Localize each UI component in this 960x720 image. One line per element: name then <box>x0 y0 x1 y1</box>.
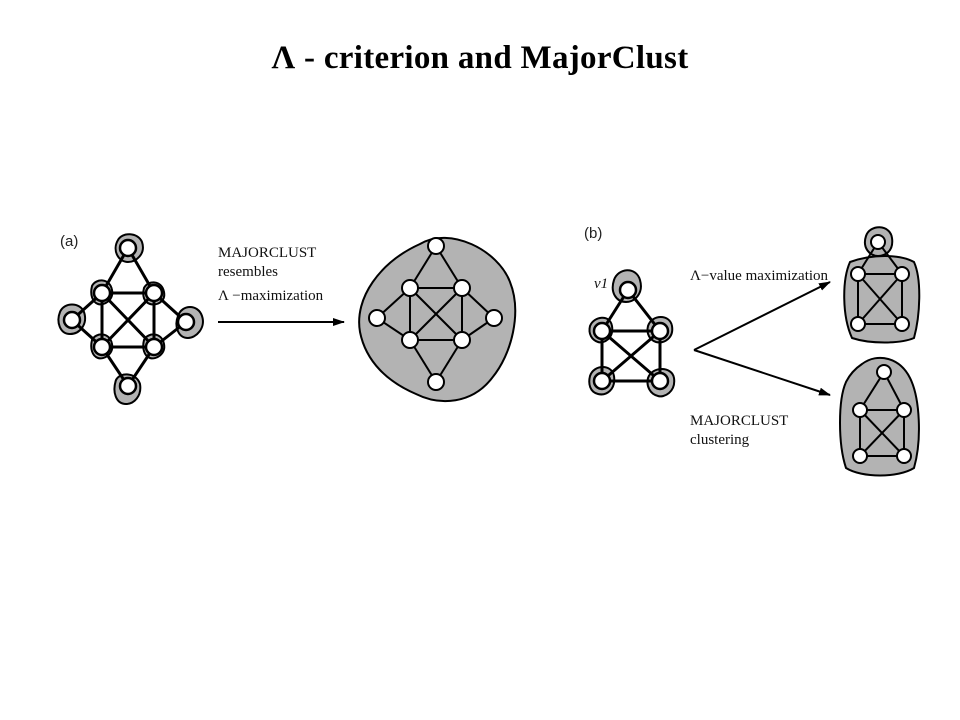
graph-node <box>896 402 912 418</box>
vertex-label-v1: v1 <box>594 276 608 292</box>
graph-node <box>453 331 471 349</box>
lower-arrow-text-line2: clustering <box>690 432 750 448</box>
graph-node <box>144 283 164 303</box>
graph-edge <box>857 273 903 325</box>
graph-node <box>870 234 886 250</box>
graph-edge <box>601 329 661 383</box>
graph-node <box>876 364 892 380</box>
graph-node <box>92 337 112 357</box>
panel-a-input-graph <box>57 233 204 406</box>
graph-node <box>368 309 386 327</box>
graph-node <box>144 337 164 357</box>
graph-node <box>896 448 912 464</box>
arrow-a-text-line2: resembles <box>218 264 278 280</box>
graph-node <box>850 266 866 282</box>
graph-node <box>852 402 868 418</box>
graph-node <box>850 316 866 332</box>
panel-b-result-lower <box>839 356 920 477</box>
graph-node <box>92 283 112 303</box>
graph-node <box>118 238 138 258</box>
arrow-a-text-line3: Λ −maximization <box>218 288 324 304</box>
graph-node <box>401 331 419 349</box>
graph-node <box>176 312 196 332</box>
graph-edge <box>859 409 905 457</box>
graph-node <box>592 321 612 341</box>
slide-title: Λ - criterion and MajorClust <box>271 40 689 76</box>
graph-node <box>427 237 445 255</box>
graph-node <box>62 310 82 330</box>
panel-b-label: (b) <box>584 225 602 242</box>
graph-node <box>650 321 670 341</box>
graph-node <box>618 280 638 300</box>
panel-a-result-cluster <box>358 236 517 403</box>
cluster-blob <box>358 236 517 403</box>
lower-arrow-text-line1: MAJORCLUST <box>690 413 788 429</box>
graph-node <box>894 266 910 282</box>
panel-b-input-graph <box>588 269 676 398</box>
panel-a: (a) <box>57 233 517 406</box>
graph-node <box>894 316 910 332</box>
graph-node <box>592 371 612 391</box>
graph-node <box>453 279 471 297</box>
arrow-lambda-maximization <box>693 281 831 351</box>
upper-arrow-text: Λ−value maximization <box>690 268 829 284</box>
graph-edge <box>409 287 463 341</box>
graph-node <box>401 279 419 297</box>
panel-a-label: (a) <box>60 233 78 250</box>
arrow-a-text-line1: MAJORCLUST <box>218 245 316 261</box>
panel-b: (b) v1 <box>584 225 921 477</box>
arrow-majorclust-clustering <box>693 349 831 396</box>
graph-node <box>650 371 670 391</box>
graph-node <box>118 376 138 396</box>
graph-node <box>852 448 868 464</box>
panel-b-result-upper <box>843 226 921 344</box>
graph-node <box>427 373 445 391</box>
graph-node <box>485 309 503 327</box>
graph-edge <box>100 291 156 349</box>
